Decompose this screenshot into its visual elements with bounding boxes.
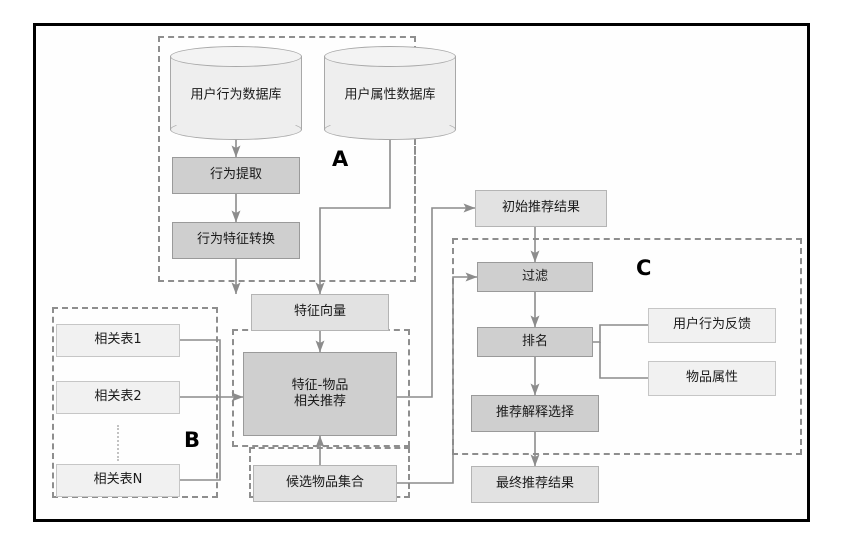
behavior-feature-transform-node[interactable]: 行为特征转换 [172,222,300,259]
user-behavior-database-label: 用户行为数据库 [190,87,282,103]
ranking-node[interactable]: 排名 [477,327,593,357]
relation-table-n-node[interactable]: 相关表N [56,464,180,497]
relation-table-ellipsis [117,425,121,461]
cylinder-body [324,56,456,130]
initial-recommend-result-node[interactable]: 初始推荐结果 [475,190,607,227]
recommend-explain-select-node[interactable]: 推荐解释选择 [471,395,599,432]
user-attribute-database-label: 用户属性数据库 [344,87,436,103]
feature-item-recommend-label-line1: 特征-物品 [291,377,349,393]
group-a-right-extension [409,139,416,282]
feature-item-recommend-node[interactable]: 特征-物品 相关推荐 [243,352,397,436]
behavior-extraction-node[interactable]: 行为提取 [172,157,300,194]
user-attribute-database: 用户属性数据库 [324,46,456,140]
user-behavior-feedback-node[interactable]: 用户行为反馈 [648,308,776,343]
feature-vector-node[interactable]: 特征向量 [251,294,389,331]
candidate-item-set-node[interactable]: 候选物品集合 [253,465,397,502]
cylinder-top [170,46,302,67]
cylinder-bottom [324,119,456,140]
group-a-letter: A [332,147,349,171]
cylinder-body [170,56,302,130]
cylinder-bottom [170,119,302,140]
filter-node[interactable]: 过滤 [477,262,593,292]
item-attribute-node[interactable]: 物品属性 [648,361,776,396]
relation-table-2-node[interactable]: 相关表2 [56,381,180,414]
relation-table-1-node[interactable]: 相关表1 [56,324,180,357]
cylinder-top [324,46,456,67]
user-behavior-database: 用户行为数据库 [170,46,302,140]
feature-item-recommend-label-line2: 相关推荐 [293,394,346,409]
group-c-letter: C [636,256,652,280]
group-b-letter: B [184,428,201,452]
final-recommend-result-node[interactable]: 最终推荐结果 [471,466,599,503]
